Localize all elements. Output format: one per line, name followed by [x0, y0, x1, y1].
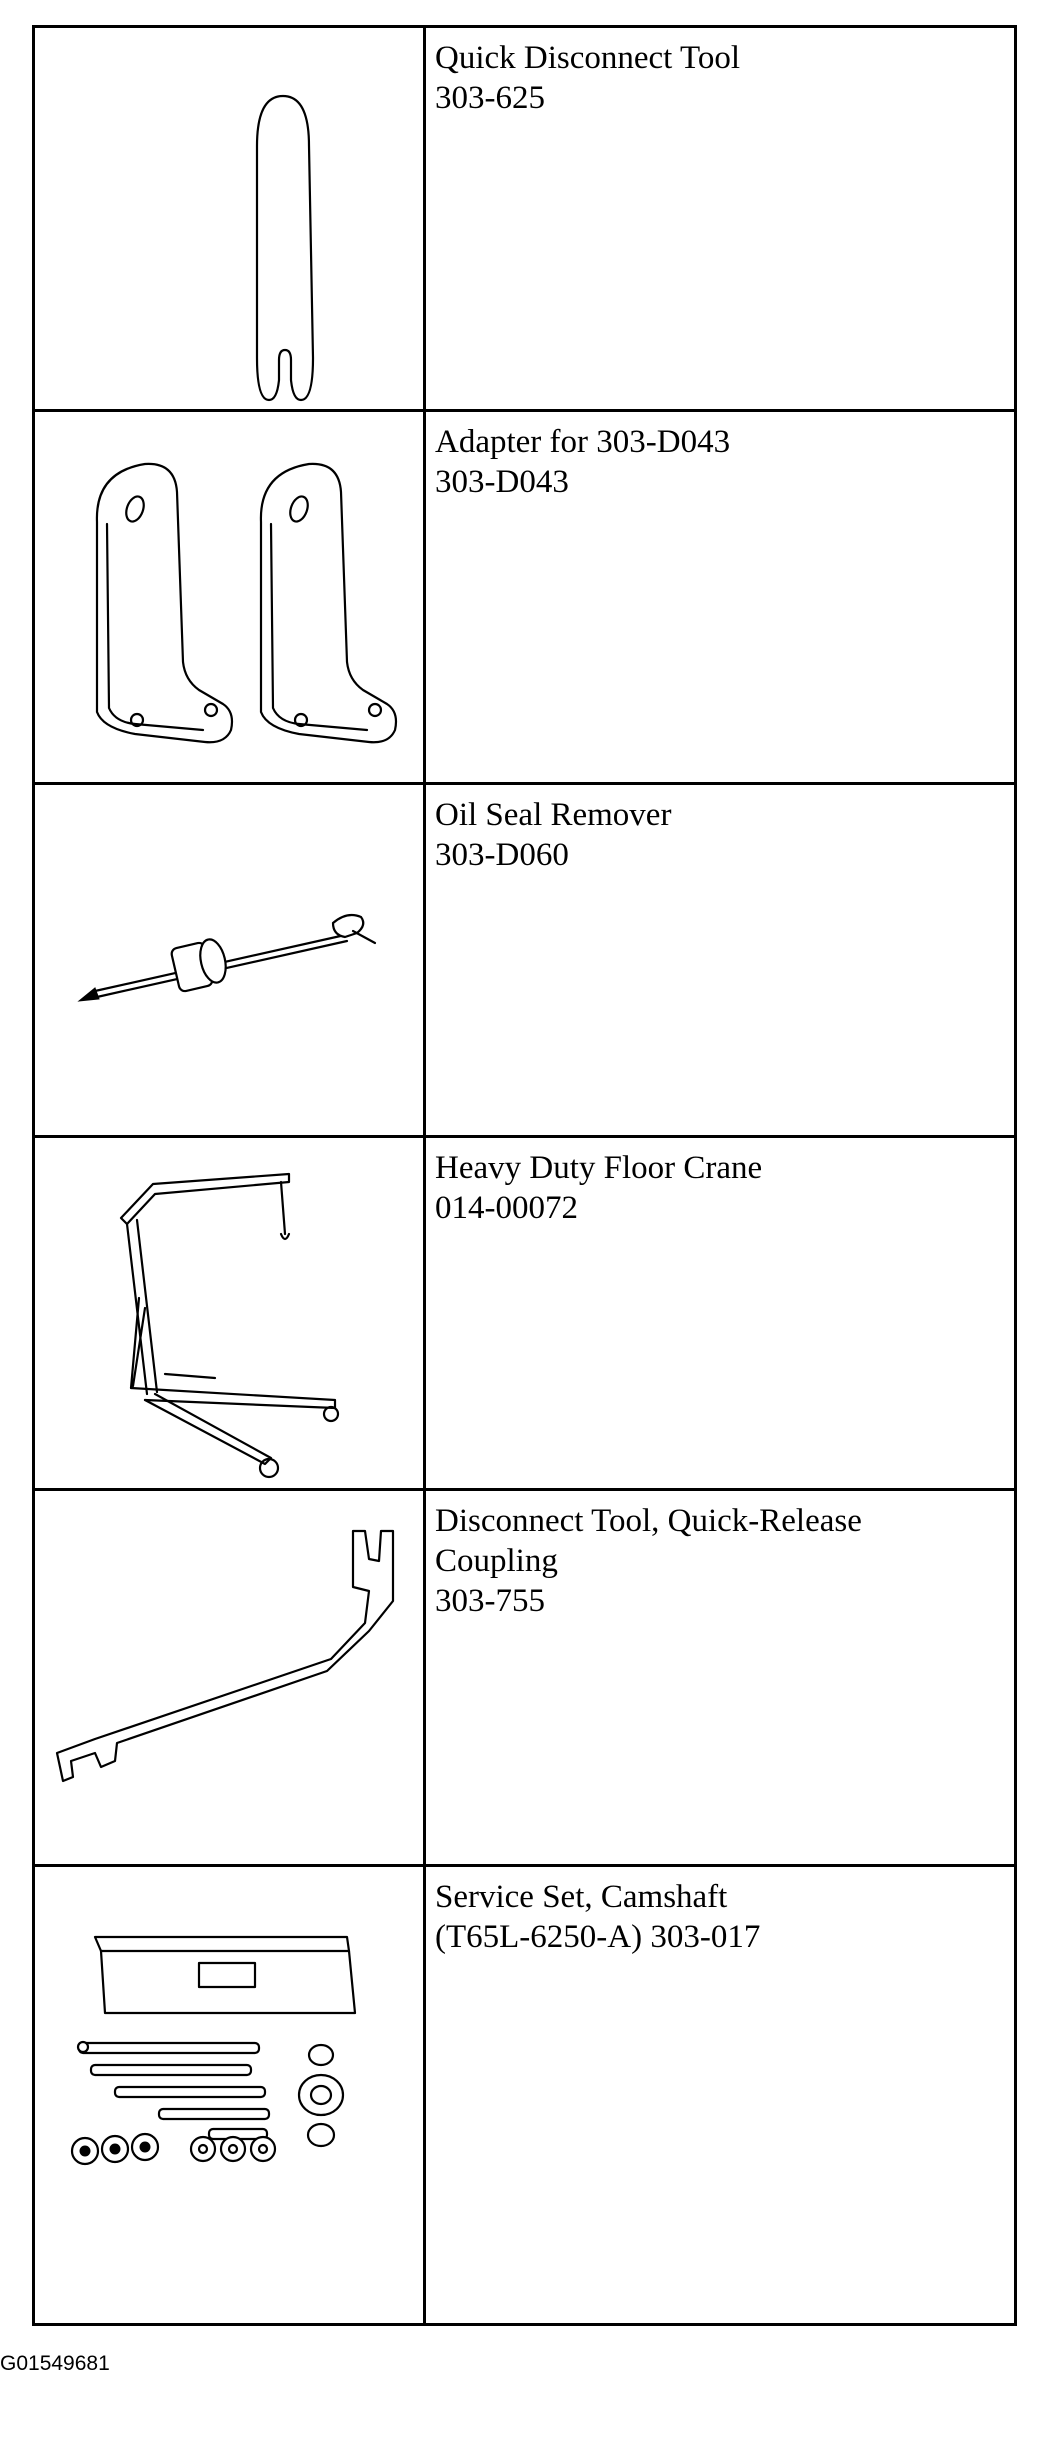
tool-name: Adapter for 303-D043: [435, 424, 731, 460]
tool-illustration-cell: [35, 1138, 426, 1488]
tool-row-coupling-disconnect: Disconnect Tool, Quick-Release Coupling …: [35, 1491, 1014, 1867]
tool-illustration-cell: [35, 28, 426, 409]
tool-illustration-cell: [35, 785, 426, 1135]
tool-name: Heavy Duty Floor Crane: [435, 1150, 763, 1186]
tool-number: 303-D043: [435, 464, 569, 500]
tool-description: Service Set, Camshaft (T65L-6250-A) 303-…: [435, 1877, 1008, 1957]
tool-description: Quick Disconnect Tool 303-625: [435, 38, 1008, 118]
adapter-brackets-icon: [95, 462, 398, 744]
tool-description: Oil Seal Remover 303-D060: [435, 795, 1008, 875]
tool-number: (T65L-6250-A) 303-017: [435, 1919, 761, 1955]
tool-row-adapter: Adapter for 303-D043 303-D043: [35, 412, 1014, 785]
tool-illustration-cell: [35, 1867, 426, 2323]
tool-description: Adapter for 303-D043 303-D043: [435, 422, 1008, 502]
tool-illustration-cell: [35, 1491, 426, 1864]
quick-disconnect-tool-icon: [255, 94, 315, 402]
tool-row-quick-disconnect: Quick Disconnect Tool 303-625: [35, 28, 1014, 412]
tool-row-oil-seal-remover: Oil Seal Remover 303-D060: [35, 785, 1014, 1138]
oil-seal-remover-icon: [77, 913, 377, 1002]
tool-name-line1: Disconnect Tool, Quick-Release: [435, 1503, 862, 1539]
tool-name-line2: Coupling: [435, 1543, 558, 1579]
figure-code: G01549681: [0, 2352, 110, 2375]
special-tools-table: Quick Disconnect Tool 303-625: [32, 25, 1017, 2326]
tool-name: Oil Seal Remover: [435, 797, 672, 833]
camshaft-service-set-icon: [70, 1935, 357, 2166]
tool-row-camshaft-service-set: Service Set, Camshaft (T65L-6250-A) 303-…: [35, 1867, 1014, 2323]
tool-number: 303-755: [435, 1583, 545, 1619]
tool-row-floor-crane: Heavy Duty Floor Crane 014-00072: [35, 1138, 1014, 1491]
tool-name: Quick Disconnect Tool: [435, 40, 741, 76]
tool-number: 303-625: [435, 80, 545, 116]
floor-crane-icon: [119, 1172, 340, 1479]
coupling-disconnect-tool-icon: [55, 1529, 395, 1783]
tool-number: 303-D060: [435, 837, 569, 873]
tool-description: Heavy Duty Floor Crane 014-00072: [435, 1148, 1008, 1228]
tool-illustration-cell: [35, 412, 426, 782]
tool-name: Service Set, Camshaft: [435, 1879, 728, 1915]
tool-number: 014-00072: [435, 1190, 578, 1226]
tool-description: Disconnect Tool, Quick-Release Coupling …: [435, 1501, 1008, 1621]
